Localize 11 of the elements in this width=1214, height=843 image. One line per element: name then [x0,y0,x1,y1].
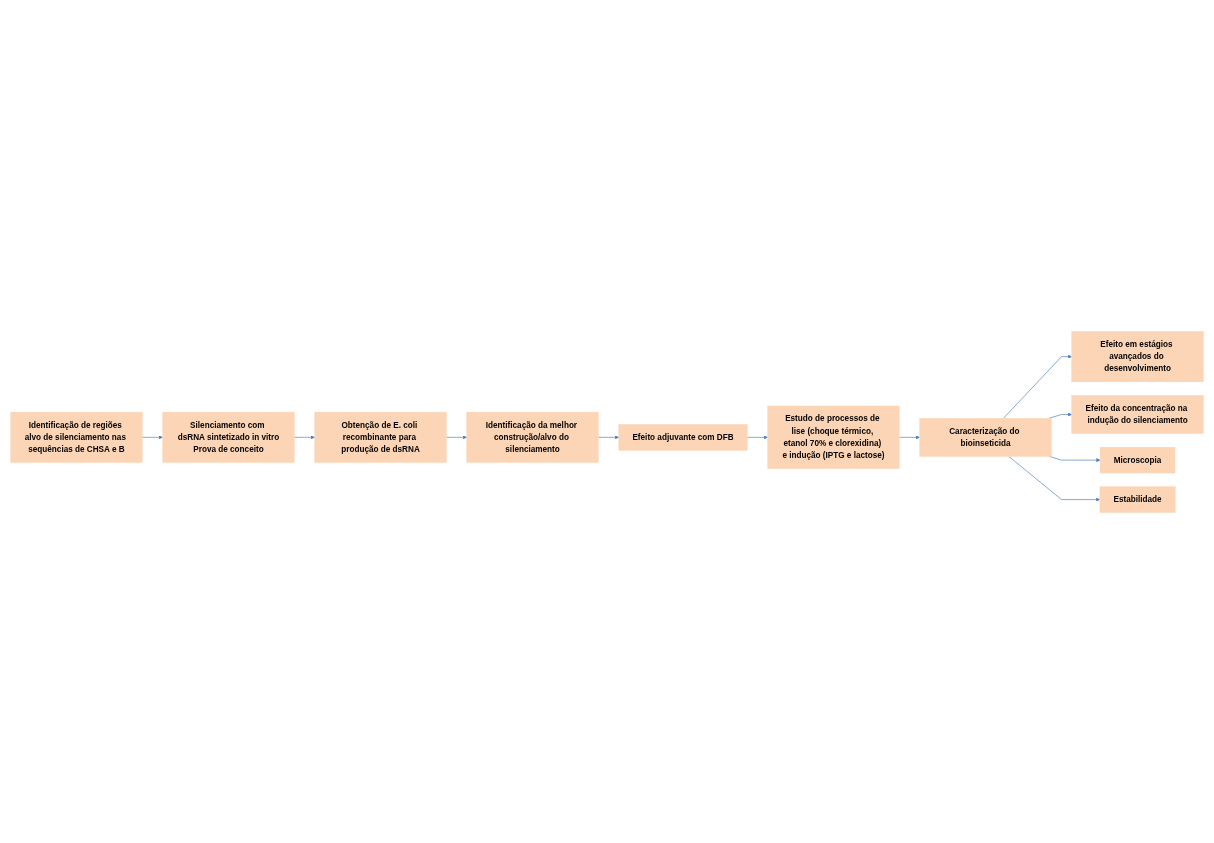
node-box: Estudo de processos de lise (choque térmico, etanol 70% e clorexidina) e indução (IPTG e lactose) [767,405,900,469]
node-box: Silenciamento com dsRNA sintetizado in vitro Prova de conceito [162,411,295,463]
node-box: Efeito adjuvante com DFB [618,423,748,450]
node-box: Efeito da concentração na indução do silenciamento [1071,394,1204,434]
node-box: Caracterização do bioinseticida [919,417,1052,457]
node-box: Identificação de regiões alvo de silenciamento nas sequências de CHSA e B [10,411,143,463]
node-box: Efeito em estágios avançados do desenvolvimento [1071,330,1204,382]
node-box: Identificação da melhor construção/alvo do silenciamento [466,411,599,463]
node-box: Estabilidade [1099,485,1176,513]
node-box: Obtenção de E. coli recombinante para produção de dsRNA [314,411,447,463]
node-box: Microscopia [1099,446,1176,473]
